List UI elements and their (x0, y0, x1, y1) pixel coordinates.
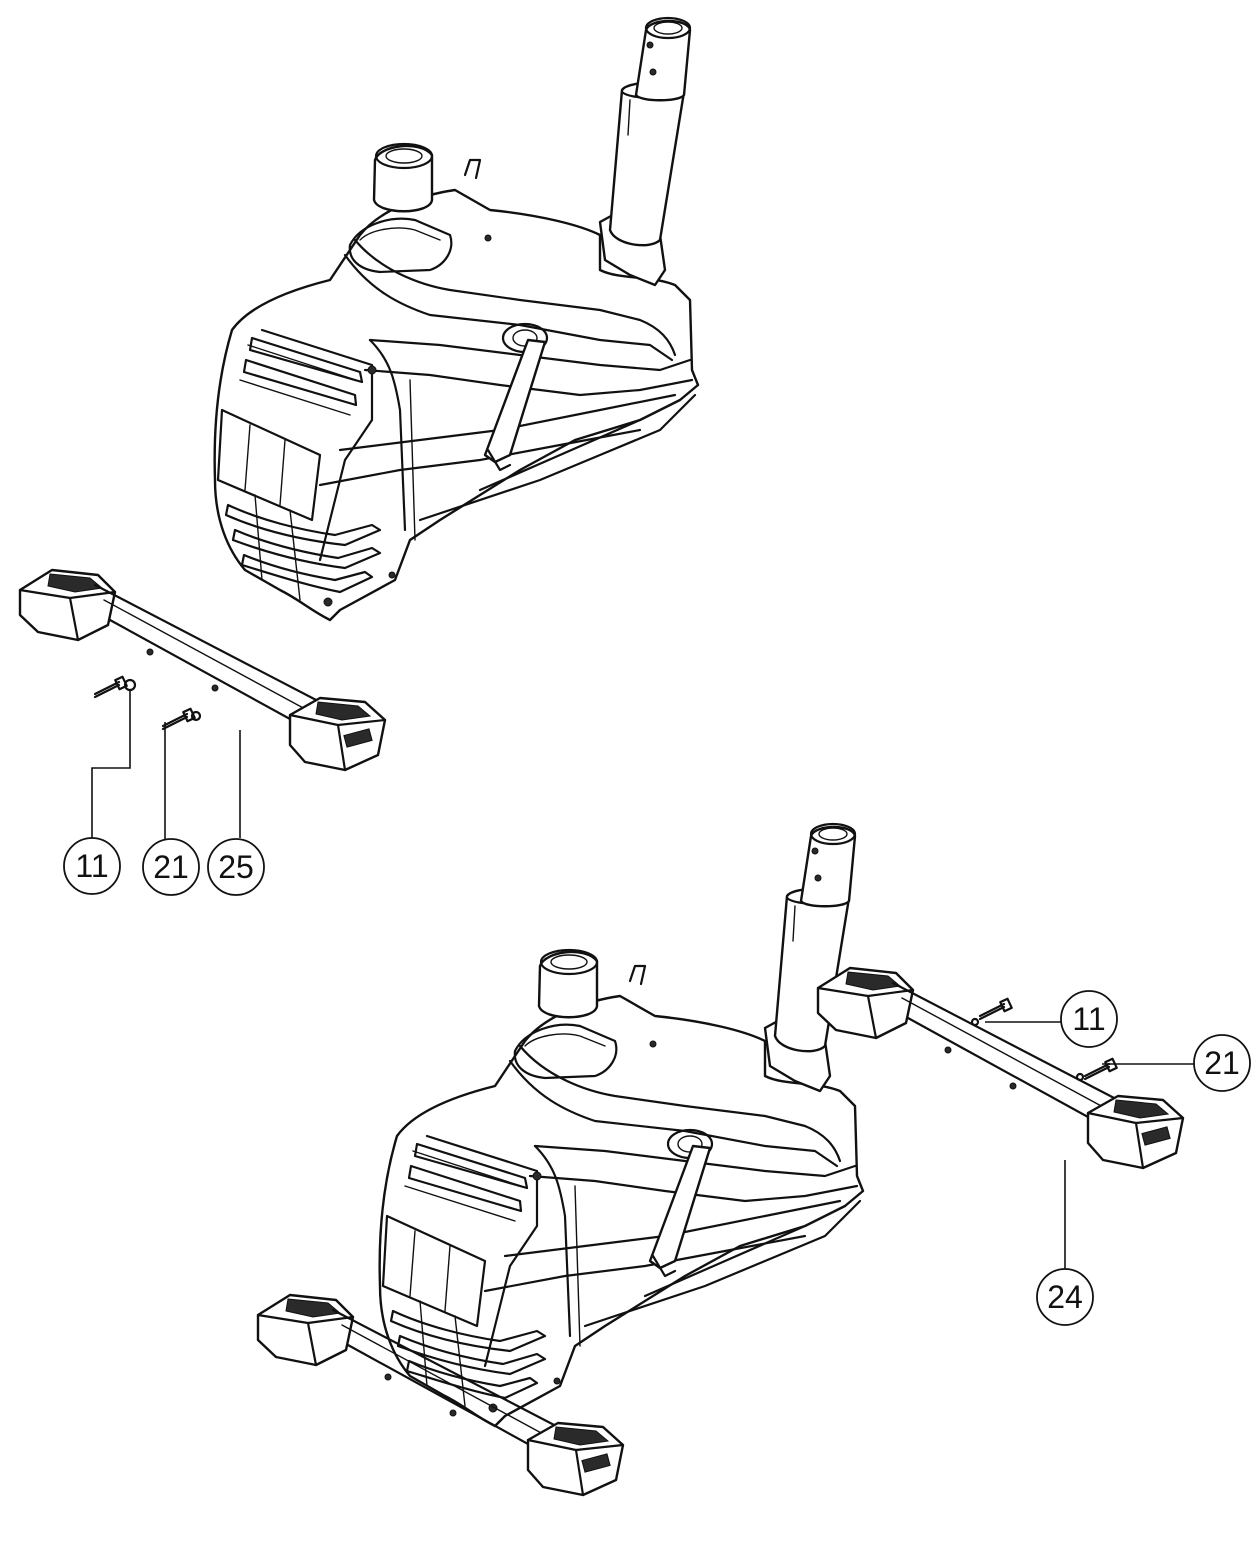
callout-upper-25: 25 (207, 838, 265, 896)
callout-label: 21 (153, 849, 189, 885)
washer-lower-11 (970, 1017, 980, 1027)
callout-lower-11: 11 (1060, 990, 1118, 1048)
callout-label: 21 (1204, 1045, 1240, 1081)
leader-upper-11 (91, 690, 131, 840)
frame-unit-lower (378, 822, 865, 1428)
frame-unit-upper (213, 16, 700, 622)
callout-lower-21: 21 (1193, 1034, 1251, 1092)
callout-lower-24: 24 (1036, 1268, 1094, 1326)
washer-lower-21 (1075, 1072, 1085, 1082)
callout-label: 24 (1047, 1279, 1083, 1315)
bolt-lower-11 (978, 997, 1013, 1021)
bolt-upper-11 (93, 675, 128, 699)
callout-upper-11: 11 (63, 837, 121, 895)
callout-label: 11 (1072, 1001, 1105, 1037)
washer-upper-21 (190, 710, 202, 722)
callout-label: 25 (218, 849, 254, 885)
bolt-lower-21 (1083, 1057, 1118, 1081)
callout-upper-21: 21 (142, 838, 200, 896)
stabilizer-rear-assembled (816, 966, 1185, 1170)
bolt-upper-21 (161, 707, 196, 731)
callout-label: 11 (75, 848, 108, 884)
